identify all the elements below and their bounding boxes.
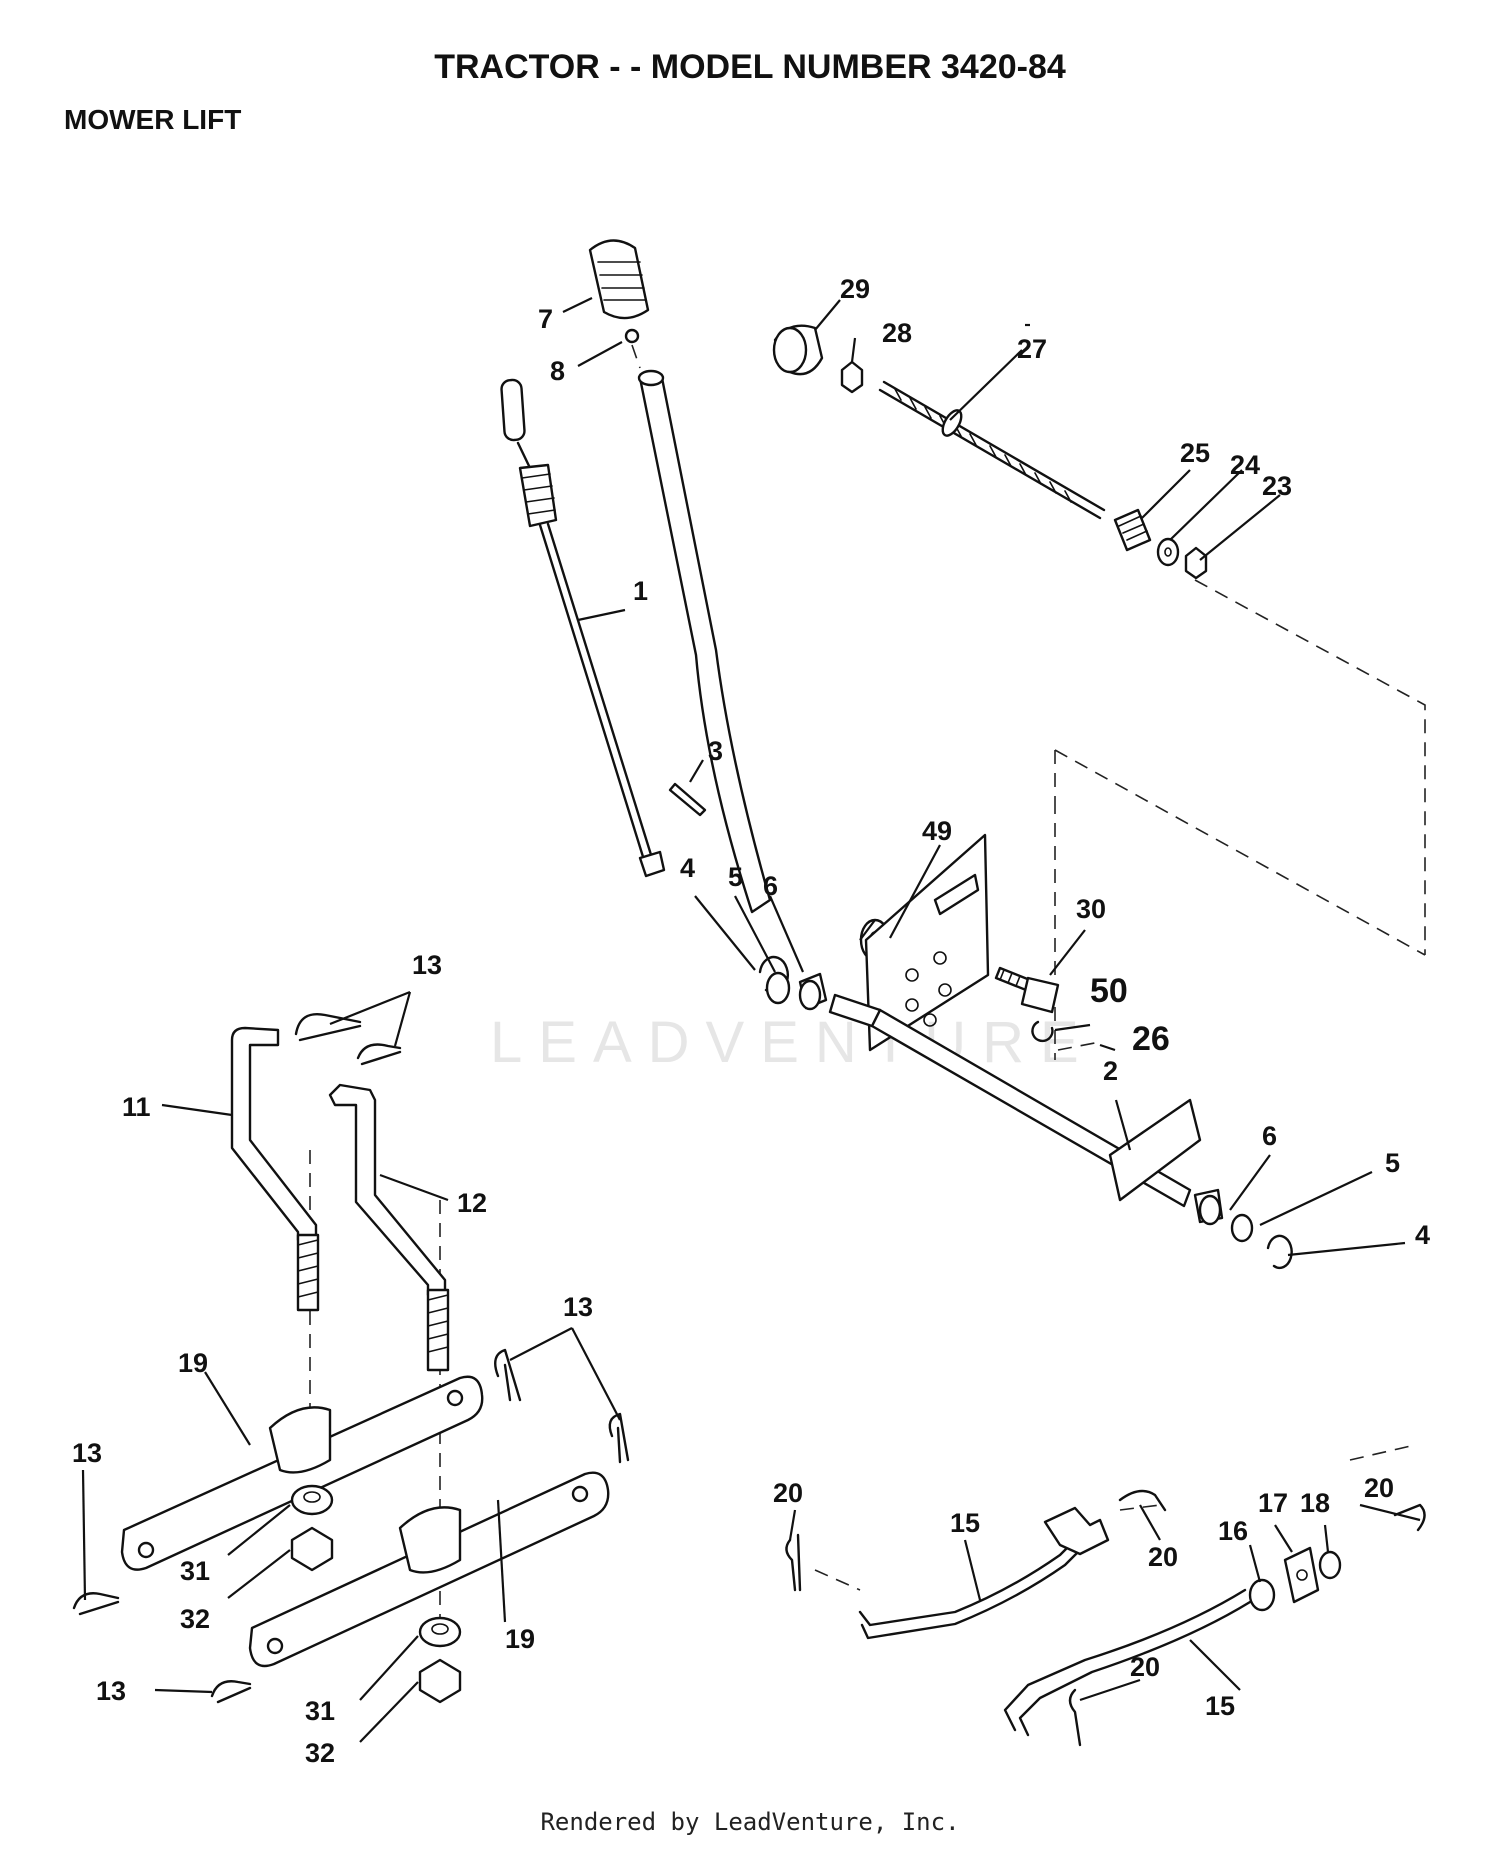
part-12-lift-link xyxy=(328,1083,450,1372)
part-15-rod-lower xyxy=(1003,1588,1252,1737)
callout-32-upper: 32 xyxy=(180,1604,210,1634)
part-26-cotter-pin xyxy=(1057,1041,1101,1051)
part-32-nut-lower xyxy=(418,1658,462,1704)
callout-8: 8 xyxy=(550,356,565,386)
callout-26: 26 xyxy=(1132,1020,1170,1058)
callout-15-lower: 15 xyxy=(1205,1691,1235,1721)
part-32-nut-upper xyxy=(290,1526,334,1572)
part-16-washer xyxy=(1248,1578,1276,1612)
callout-5-right: 5 xyxy=(1385,1148,1400,1178)
callout-18: 18 xyxy=(1300,1488,1330,1518)
callout-11: 11 xyxy=(122,1092,151,1122)
part-27-adjustment-rod xyxy=(878,380,1106,520)
callout-20-left: 20 xyxy=(773,1478,803,1508)
callout-50: 50 xyxy=(1090,972,1128,1010)
part-17-block xyxy=(1283,1546,1320,1604)
callout-27: 27 xyxy=(1017,334,1047,364)
callout-2: 2 xyxy=(1103,1056,1118,1086)
part-6-bushing-left xyxy=(798,972,828,1011)
part-15-rod-upper xyxy=(858,1506,1110,1640)
part-31-trunnion-lower xyxy=(418,1616,462,1648)
callout-6-right: 6 xyxy=(1262,1121,1277,1151)
section-title: MOWER LIFT xyxy=(64,104,242,135)
lift-handle-tube xyxy=(637,369,772,914)
callout-1: 1 xyxy=(633,576,648,606)
callout-28: 28 xyxy=(882,318,912,348)
callout-17: 17 xyxy=(1258,1488,1288,1518)
part-30-swivel xyxy=(994,966,1060,1014)
part-7-handle-grip xyxy=(588,239,650,320)
callout-4-left: 4 xyxy=(680,853,695,883)
callout-31-lower: 31 xyxy=(305,1696,335,1726)
leadventure-watermark: LEADVENTURE xyxy=(490,1010,1095,1075)
part-11-lift-link xyxy=(230,1026,320,1312)
callout-13-left: 13 xyxy=(72,1438,102,1468)
part-5-washer-right xyxy=(1230,1213,1254,1243)
part-1-lift-rod xyxy=(500,378,666,878)
part-18-nut xyxy=(1318,1550,1342,1580)
part-6-bushing-right xyxy=(1193,1188,1224,1226)
callout-32-lower: 32 xyxy=(305,1738,335,1768)
callout-23: 23 xyxy=(1262,471,1292,501)
part-20-hairpin-clips xyxy=(785,1489,1426,1747)
callout-6-left: 6 xyxy=(763,871,778,901)
callout-3: 3 xyxy=(708,736,723,766)
callout-20-right: 20 xyxy=(1364,1473,1394,1503)
callout-49: 49 xyxy=(922,816,952,846)
callout-20-bottom: 20 xyxy=(1130,1652,1160,1682)
part-24-washer xyxy=(1156,537,1180,567)
part-3-pin xyxy=(668,782,707,817)
callout-19-upper: 19 xyxy=(178,1348,208,1378)
part-4-retaining-ring-right xyxy=(1266,1234,1293,1270)
callout-leaders xyxy=(81,297,1421,1743)
lift-bracket-plate xyxy=(864,833,990,1052)
callout-7: 7 xyxy=(538,304,553,334)
part-5-washer-left xyxy=(765,971,791,1005)
callout-labels: 7 8 1 3 4 5 6 49 30 50 26 2 6 5 4 29 28 … xyxy=(72,274,1430,1768)
part-25-spring xyxy=(1113,508,1152,552)
callout-30: 30 xyxy=(1076,894,1106,924)
part-31-trunnion-upper xyxy=(290,1484,334,1516)
page-title: TRACTOR - - MODEL NUMBER 3420-84 xyxy=(434,48,1066,86)
callout-13-bottom: 13 xyxy=(96,1676,126,1706)
callout-29: 29 xyxy=(840,274,870,304)
part-28-nut xyxy=(840,360,864,394)
callout-25: 25 xyxy=(1180,438,1210,468)
callout-19-lower: 19 xyxy=(505,1624,535,1654)
callout-5-left: 5 xyxy=(728,862,743,892)
part-13-hairpin-clips xyxy=(72,1013,630,1704)
callout-15-upper: 15 xyxy=(950,1508,980,1538)
callout-4-right: 4 xyxy=(1415,1220,1430,1250)
callout-13-right: 13 xyxy=(563,1292,593,1322)
part-8-ball xyxy=(624,328,640,344)
footer-credit: Rendered by LeadVenture, Inc. xyxy=(540,1808,960,1836)
callout-20-mid: 20 xyxy=(1148,1542,1178,1572)
callout-31-upper: 31 xyxy=(180,1556,210,1586)
callout-16: 16 xyxy=(1218,1516,1248,1546)
callout-12: 12 xyxy=(457,1188,487,1218)
part-29-knob xyxy=(772,324,824,376)
part-50-washer xyxy=(1031,1020,1054,1043)
part-19-lift-arm-lower xyxy=(248,1471,610,1668)
callout-13-top: 13 xyxy=(412,950,442,980)
part-2-lift-shaft xyxy=(828,993,1202,1208)
part-23-nut xyxy=(1184,546,1208,580)
part-19-lift-arm-upper xyxy=(120,1375,484,1571)
callout-24: 24 xyxy=(1230,450,1260,480)
